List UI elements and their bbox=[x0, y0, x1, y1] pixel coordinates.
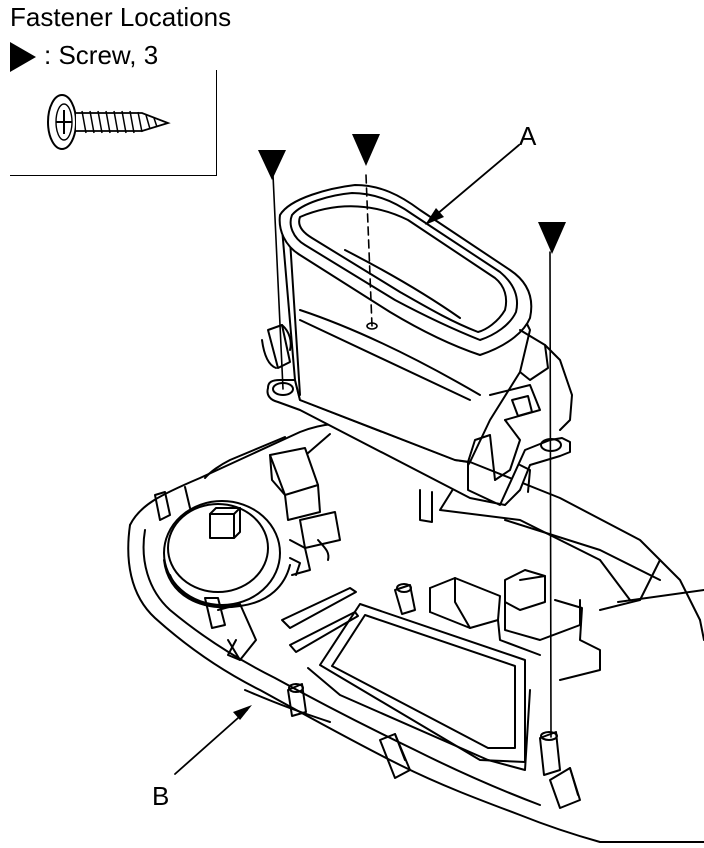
screw-marker-center bbox=[352, 134, 380, 166]
callout-b: B bbox=[152, 781, 170, 811]
legend-box bbox=[10, 70, 217, 176]
overhead-console-housing bbox=[127, 422, 704, 843]
arrowhead-a bbox=[425, 208, 444, 225]
callout-a: A bbox=[519, 121, 537, 151]
legend-screw-label: : Screw, 3 bbox=[44, 40, 159, 70]
console-lens-housing bbox=[261, 184, 573, 506]
legend-title: Fastener Locations bbox=[10, 2, 232, 32]
screw-marker-right bbox=[538, 222, 566, 254]
screw-icon bbox=[47, 94, 171, 150]
leader-line-b bbox=[174, 709, 248, 775]
triangle-marker-icon bbox=[10, 42, 36, 72]
leader-line-a bbox=[429, 144, 520, 221]
screw-lines bbox=[272, 174, 552, 738]
arrowhead-b bbox=[233, 705, 252, 720]
screw-marker-left bbox=[258, 150, 286, 180]
